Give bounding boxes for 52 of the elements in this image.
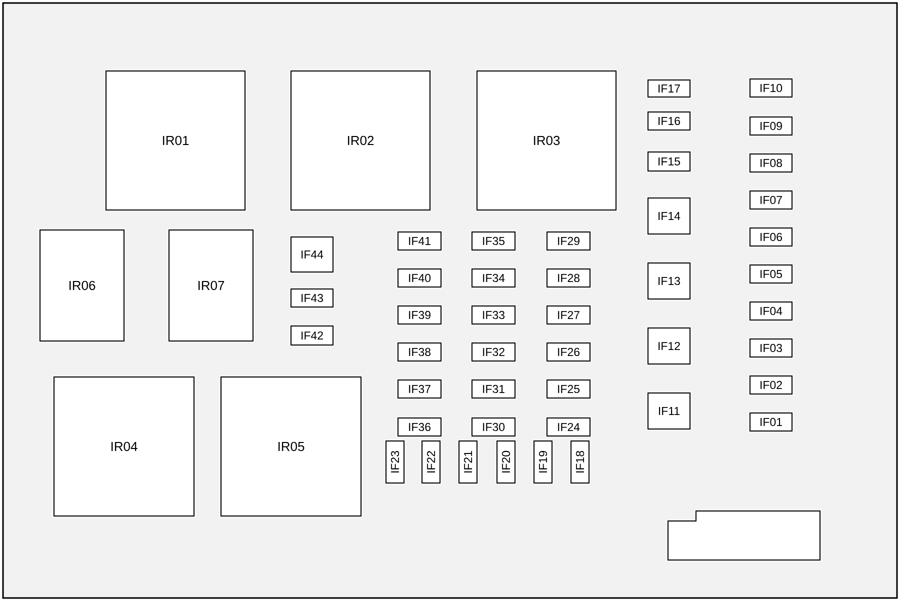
relay-box: IR02 [290,70,430,210]
connector-outline [668,510,820,560]
fuse-box: IF05 [750,264,792,284]
fuse-box: IF31 [472,380,516,398]
fuse-box: IF09 [750,116,792,136]
fuse-box: IF43 [290,288,334,308]
fuse-box: IF34 [472,268,516,288]
relay-box: IR03 [476,70,616,210]
fuse-box: IF29 [546,232,590,250]
fuse-box: IF01 [750,412,792,432]
fuse-box: IF13 [648,262,690,300]
fuse-box: IF20 [496,440,516,484]
fuse-box: IF18 [570,440,590,484]
fuse-box: IF21 [458,440,478,484]
fuse-box: IF19 [534,440,552,484]
fuse-box: IF24 [546,417,590,436]
relay-box: IR05 [220,376,362,516]
fuse-box: IF36 [398,417,442,436]
fuse-box: IF08 [750,154,792,172]
relay-box: IR06 [40,230,124,342]
fuse-box: IF28 [546,268,590,288]
fuse-box: IF35 [472,232,516,250]
fuse-box: IF10 [750,78,792,98]
relay-box: IR07 [168,230,254,342]
fuse-box: IF38 [398,342,442,362]
fuse-box: IF30 [472,417,516,436]
fuse-box: IF23 [386,440,404,484]
relay-box: IR01 [106,70,246,210]
fuse-box: IF26 [546,342,590,362]
fuse-box: IF02 [750,375,792,394]
fuse-box: IF14 [648,198,690,234]
fuse-box: IF03 [750,338,792,358]
fuse-box: IF27 [546,305,590,324]
fuse-box: IF17 [648,80,690,98]
relay-box: IR04 [54,376,194,516]
fuse-box: IF44 [290,236,334,272]
fuse-box: IF33 [472,305,516,324]
fuse-box: IF12 [648,327,690,364]
fuse-box: IF41 [398,232,442,250]
fuse-box: IF04 [750,302,792,320]
fuse-box: IF22 [422,440,440,484]
fuse-box: IF37 [398,380,442,398]
fuse-box: IF39 [398,305,442,324]
fuse-box: IF40 [398,268,442,288]
fuse-box: IF42 [290,325,334,346]
fuse-box: IF15 [648,152,690,172]
fuse-box: IF25 [546,380,590,398]
fuse-box: IF07 [750,190,792,210]
fuse-box: IF06 [750,227,792,246]
fuse-box: IF16 [648,112,690,130]
fuse-box: IF11 [648,392,690,430]
fuse-box: IF32 [472,342,516,362]
